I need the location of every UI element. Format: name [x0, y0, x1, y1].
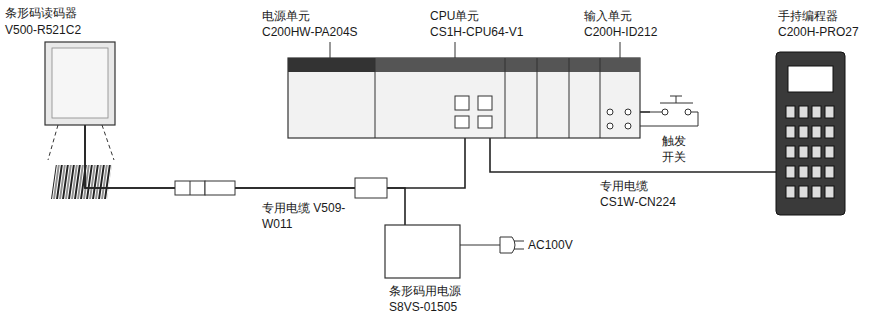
plc-rack: [288, 58, 640, 138]
key: [799, 186, 808, 198]
key: [786, 186, 795, 198]
key: [812, 186, 821, 198]
part-label: 电源单元: [262, 8, 310, 24]
part-label: 触发 开关: [662, 133, 692, 165]
part-label: CS1H-CPU64-V1: [430, 24, 523, 40]
power-supply: [385, 225, 524, 278]
key: [786, 166, 795, 178]
cable-label: 专用电缆 V509-W011: [262, 200, 348, 232]
key: [812, 146, 821, 158]
part-label: 条形码用电源: [389, 283, 461, 299]
key: [799, 146, 808, 158]
trigger-switch: 触发 开关: [650, 95, 700, 122]
key: [825, 106, 834, 118]
key: [812, 126, 821, 138]
switch-symbol: [640, 96, 698, 126]
part-label: 条形码读码器: [5, 5, 77, 21]
key: [786, 106, 795, 118]
power-unit: 电源单元C200HW-PA204S: [288, 58, 375, 138]
part-label: S8VS-01505: [389, 299, 457, 315]
barcode-power-supply: 条形码用电源S8VS-01505: [385, 225, 460, 278]
cable: [640, 111, 650, 113]
key: [799, 166, 808, 178]
part-label: C200H-PRO27: [778, 24, 859, 40]
key: [825, 166, 834, 178]
part-label: 手持编程器: [778, 8, 838, 24]
part-label: C200H-ID212: [584, 24, 657, 40]
key: [786, 126, 795, 138]
cpu-unit: CPU单元CS1H-CPU64-V1: [375, 58, 505, 138]
part-label: CPU单元: [430, 8, 479, 24]
barcode-reader: 条形码读码器V500-R521C2: [45, 42, 115, 125]
key: [799, 106, 808, 118]
cable-label: 专用电缆 CS1W-CN224: [600, 178, 686, 210]
cable-connectors: [175, 178, 387, 198]
handheld-programmer: 手持编程器C200H-PRO27: [776, 52, 845, 215]
key: [799, 126, 808, 138]
programmer-body: [776, 52, 845, 215]
key: [812, 106, 821, 118]
supply-label: AC100V: [528, 237, 573, 253]
key: [825, 126, 834, 138]
cable: [490, 138, 776, 172]
barcode-reader-body: [45, 42, 115, 199]
key: [825, 186, 834, 198]
key: [786, 146, 795, 158]
part-label: C200HW-PA204S: [262, 24, 358, 40]
part-label: V500-R521C2: [5, 22, 81, 38]
leader-lines: [330, 42, 620, 58]
input-unit: 输入单元C200H-ID212: [600, 58, 640, 138]
key: [825, 146, 834, 158]
cable: [85, 125, 405, 225]
key: [812, 166, 821, 178]
part-label: 输入单元: [584, 8, 632, 24]
